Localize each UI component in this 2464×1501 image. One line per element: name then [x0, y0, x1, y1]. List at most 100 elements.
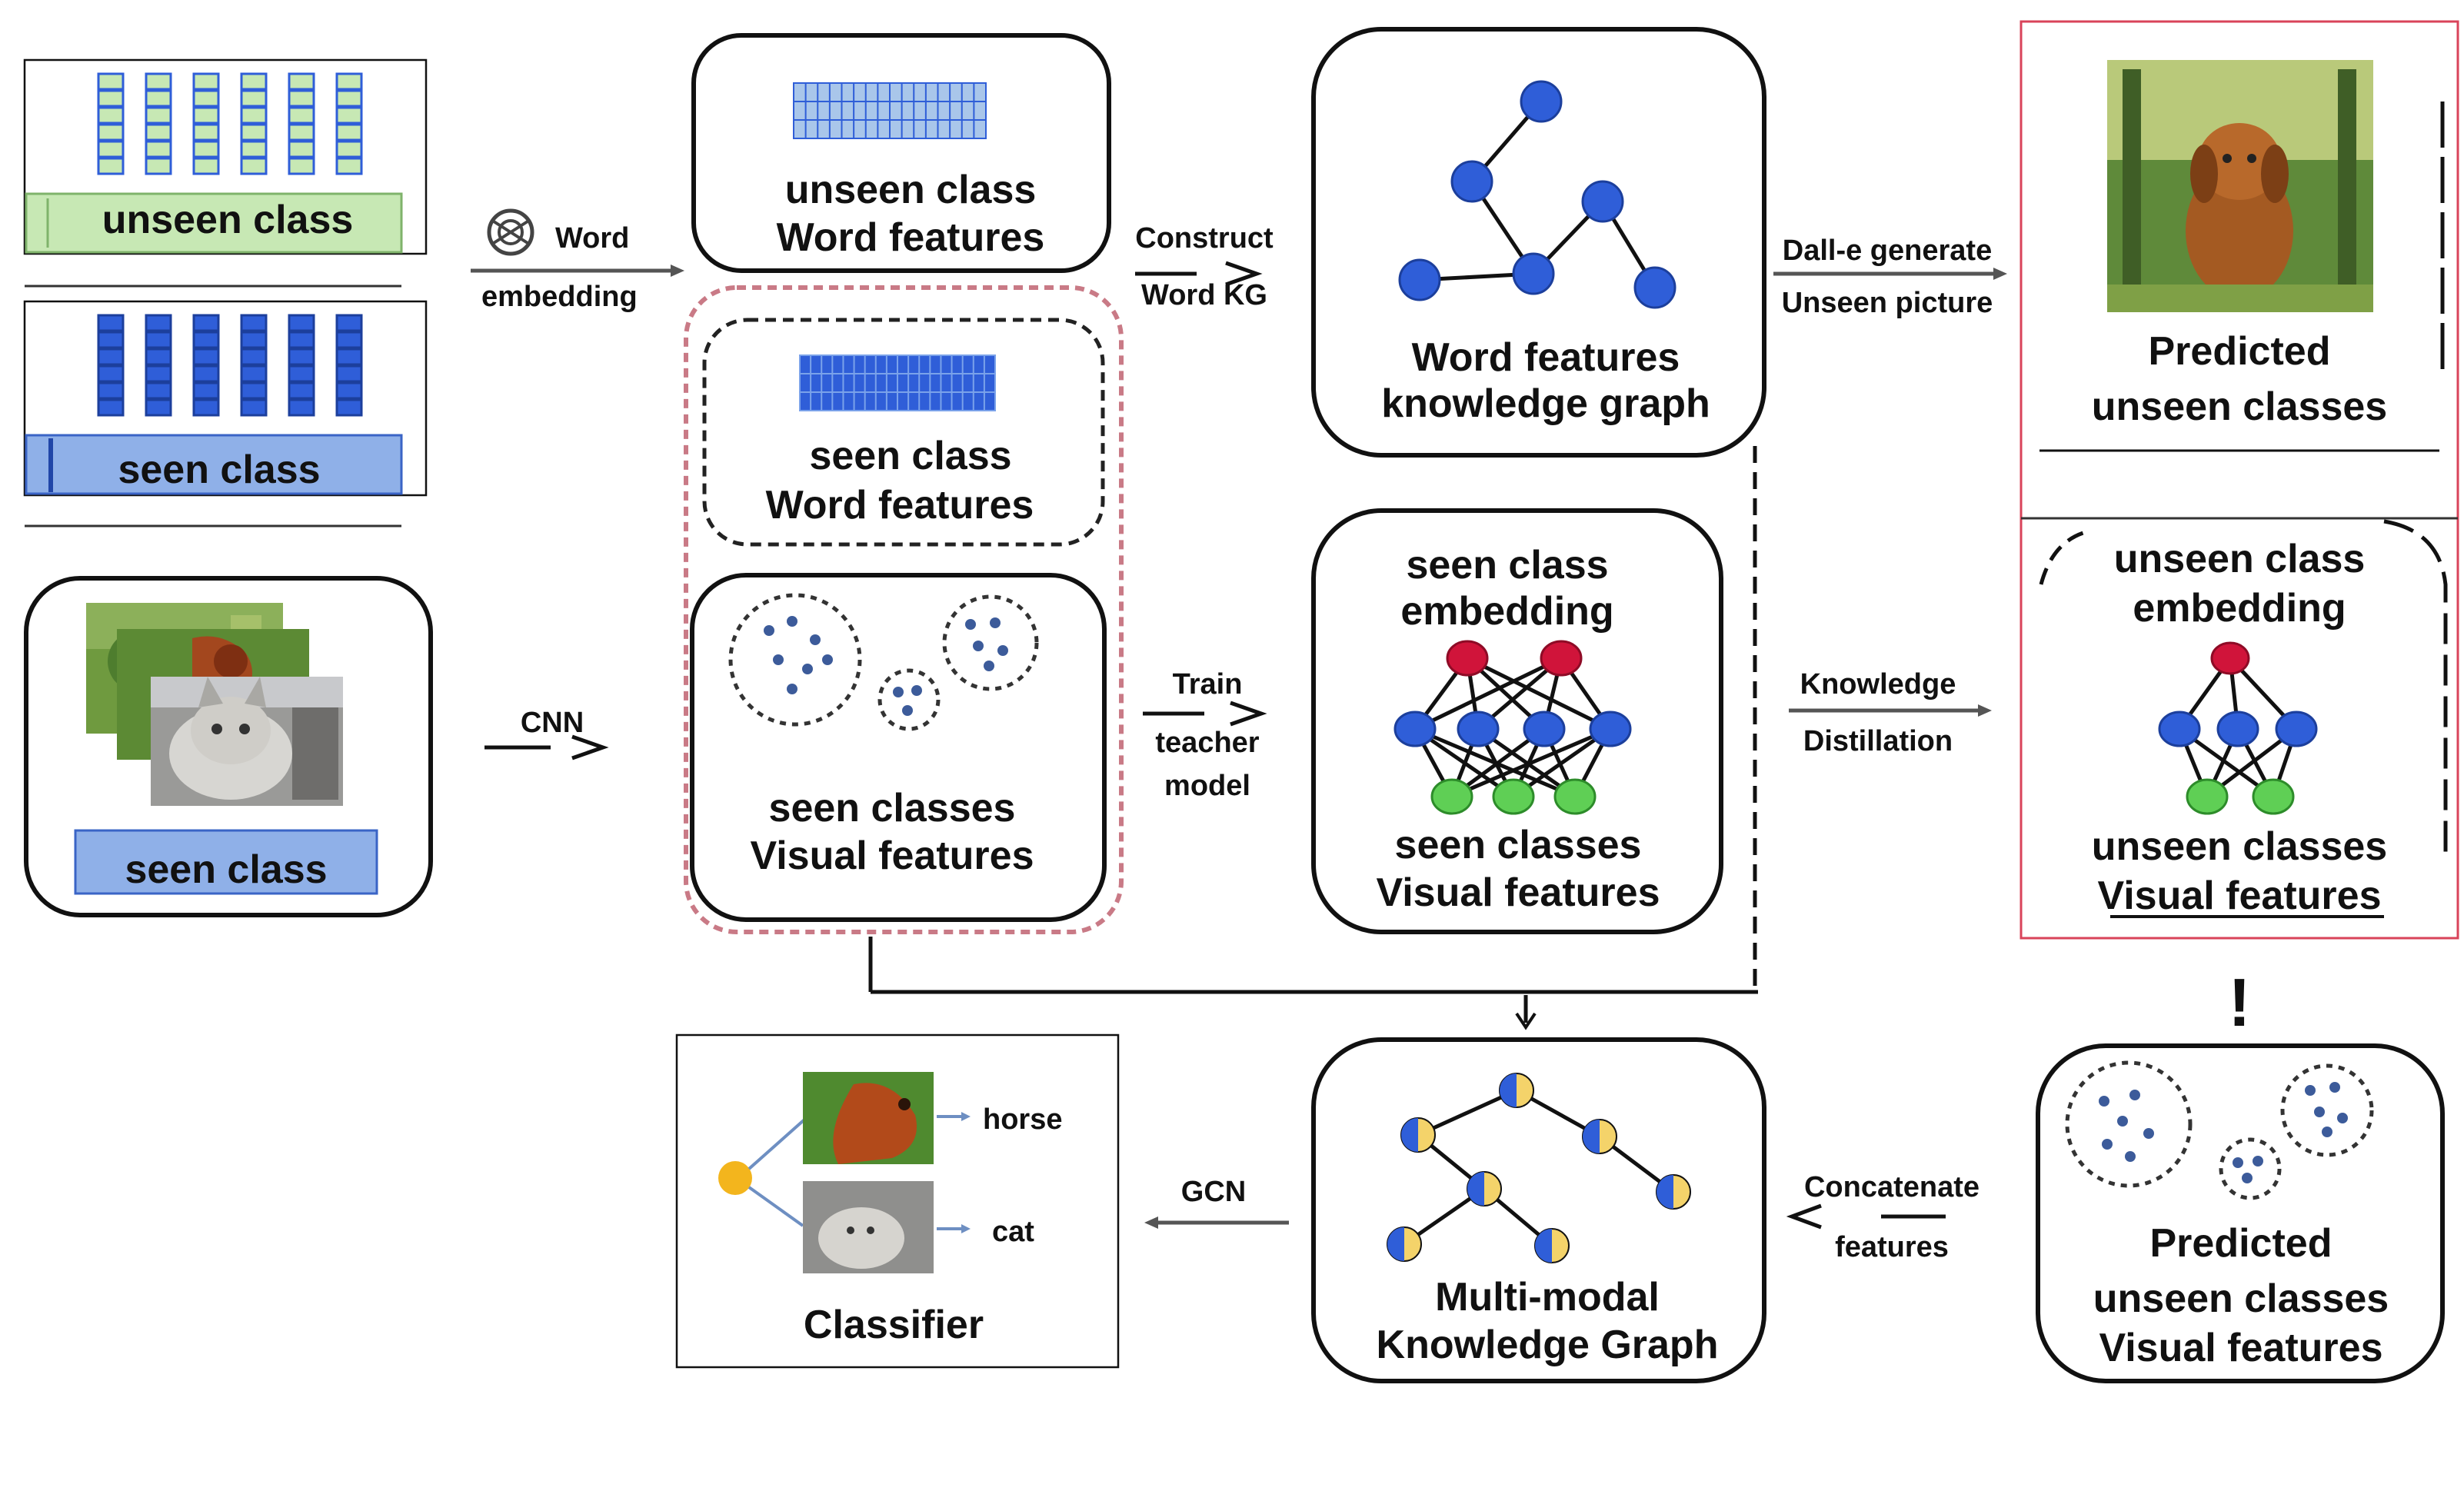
unseen-class-word-panel: unseen class [23, 58, 428, 288]
visual-cluster-1 [728, 593, 862, 727]
pvf-label-2: unseen classes [2093, 1276, 2389, 1321]
vector-cell [335, 364, 363, 383]
vector-cell [240, 157, 268, 175]
feature-point [2322, 1127, 2332, 1137]
vector-cell [240, 364, 268, 383]
vector-cell [192, 314, 220, 332]
feature-point [2329, 1082, 2340, 1093]
vector-cell [240, 89, 268, 108]
vector-cell [97, 157, 125, 175]
vector-cell [145, 381, 172, 400]
vector-cell [288, 106, 315, 125]
exclamation-mark: ! [2228, 964, 2250, 1040]
vector-cell [97, 381, 125, 400]
vector-cell [192, 331, 220, 349]
teacher-label-2: embedding [1400, 589, 1613, 634]
input-node [1492, 778, 1535, 815]
hidden-node [2216, 711, 2259, 747]
feature-point [2125, 1151, 2136, 1162]
merge-connectors [868, 446, 1758, 1030]
input-node [1430, 778, 1473, 815]
vector-cell [97, 72, 125, 91]
vector-cell [97, 123, 125, 141]
student-label-1: unseen class [2114, 537, 2366, 581]
vector-cell [240, 331, 268, 349]
teacher-label-4: Visual features [1376, 870, 1660, 915]
feature-point [773, 654, 784, 665]
vector-cell [335, 398, 363, 417]
word-kg-frame [1311, 27, 1766, 458]
dalle-step: Dall-e generate Unseen picture [1773, 235, 2007, 319]
vector-cell [192, 140, 220, 158]
horse-label: horse [983, 1103, 1062, 1136]
feature-point [965, 619, 976, 630]
seen-class-bar [25, 434, 403, 495]
cnn-label: CNN [521, 707, 584, 739]
cat-photo [151, 677, 343, 806]
feature-point [802, 664, 813, 674]
input-node [2252, 778, 2295, 815]
hidden-node [1589, 711, 1632, 747]
train-label-2: teacher [1155, 727, 1259, 759]
vector-cell [145, 157, 172, 175]
vector-cell [240, 72, 268, 91]
seen-visual-features-box: seen classes Visual features [690, 573, 1107, 922]
classifier-box: horse cat Classifier [675, 1033, 1120, 1369]
seen-visual-features-frame [690, 573, 1107, 922]
visual-cluster-3 [942, 594, 1039, 691]
vector-cell [288, 364, 315, 383]
kd-label-2: Distillation [1803, 725, 1953, 757]
vector-cell [288, 314, 315, 332]
vector-cell [145, 140, 172, 158]
hidden-node [2158, 711, 2201, 747]
vector-cell [145, 123, 172, 141]
unseen-word-features-box: unseen class Word features [691, 33, 1111, 273]
vector-cell [335, 72, 363, 91]
vector-cell [97, 364, 125, 383]
unseen-prediction-region [2019, 20, 2459, 940]
unseen-word-features-label-2: Word features [777, 215, 1045, 260]
seen-features-group [684, 285, 1124, 934]
output-node [1540, 640, 1583, 677]
feature-point [810, 634, 821, 645]
vector-cell [192, 381, 220, 400]
vector-cell [240, 398, 268, 417]
vector-cell [335, 314, 363, 332]
word-embedding-step: Word embedding [471, 208, 684, 313]
train-label-3: model [1164, 770, 1250, 802]
visual-cluster-points [764, 616, 1008, 716]
vector-cell [335, 331, 363, 349]
teacher-label-1: seen class [1406, 543, 1608, 587]
predicted-unseen-classes-panel: Predicted unseen classes [2039, 60, 2445, 452]
teacher-model-box: seen class embedding seen classes Visual… [1311, 508, 1723, 934]
seen-class-label-top: seen class [118, 448, 320, 492]
vector-cell [240, 381, 268, 400]
vector-cell [97, 398, 125, 417]
vector-cell [240, 314, 268, 332]
feature-point [893, 687, 904, 697]
vector-cell [335, 106, 363, 125]
openai-knot-icon [487, 208, 534, 256]
feature-point [990, 617, 1001, 628]
seen-class-image-panel: seen class [24, 576, 433, 917]
feature-point [2117, 1116, 2128, 1127]
kd-label-1: Knowledge [1800, 668, 1956, 701]
student-model-panel: unseen class embedding unseen classes Vi… [2039, 519, 2448, 918]
multimodal-kg-graph [1387, 1073, 1691, 1263]
vector-cell [97, 140, 125, 158]
seen-word-feature-matrix [799, 354, 996, 411]
unseen-class-label: unseen class [102, 198, 354, 242]
vector-cell [97, 106, 125, 125]
seen-class-bar-images [74, 829, 378, 895]
vector-cell [240, 348, 268, 366]
teacher-network [1393, 640, 1632, 815]
vector-cell [145, 348, 172, 366]
vector-cell [192, 157, 220, 175]
vector-cell [192, 89, 220, 108]
unseen-word-features-label-1: unseen class [785, 168, 1037, 212]
feature-point [2143, 1128, 2154, 1139]
vector-cell [192, 398, 220, 417]
predicted-visual-features-box: Predicted unseen classes Visual features [2036, 1043, 2445, 1383]
vector-cell [97, 331, 125, 349]
